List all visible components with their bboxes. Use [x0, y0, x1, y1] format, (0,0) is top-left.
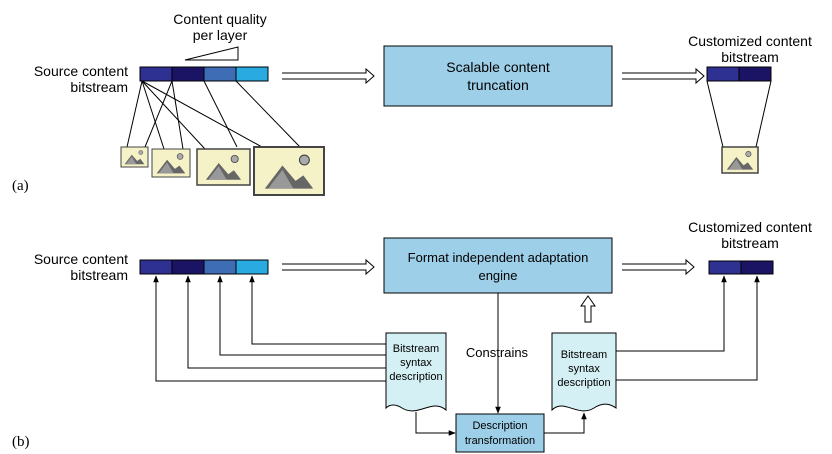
- hollow-up-arrow: [580, 295, 596, 323]
- transform-to-bsd-right-arrow: [544, 412, 587, 434]
- bsd-right-line1: Bitstream: [561, 349, 607, 361]
- truncation-line2: truncation: [467, 77, 528, 93]
- bsd-left-line3: description: [389, 371, 442, 383]
- bsd-left-document: [385, 332, 447, 412]
- source-label-b-line1: Source content: [34, 251, 128, 267]
- source-label-b-line2: bitstream: [70, 267, 128, 283]
- hollow-arrow-b2: [622, 258, 695, 276]
- transformation-line1: Description: [472, 420, 527, 432]
- source-bitstream-a: [139, 66, 269, 82]
- part-a-label: (a): [12, 178, 29, 194]
- output-label-a-line1: Customized content: [688, 33, 812, 49]
- layer-3: [203, 259, 237, 275]
- output-bitstream-b: [708, 260, 774, 275]
- adaptation-engine-box: [383, 237, 613, 294]
- output-layer-2: [740, 260, 774, 275]
- quality-pictures: [120, 146, 325, 196]
- output-label-b-line1: Customized content: [688, 219, 812, 235]
- quality-label-line2: per layer: [193, 27, 248, 43]
- source-bitstream-b: [139, 259, 269, 275]
- output-picture-a: [721, 146, 759, 174]
- transformation-box: [455, 413, 545, 453]
- hollow-arrow-a1: [282, 67, 375, 85]
- bsd-left-to-transform-arrow: [415, 412, 456, 436]
- layer-1: [139, 66, 173, 82]
- output-layer-arrows: [616, 275, 760, 381]
- truncation-line1: Scalable content: [446, 59, 550, 75]
- picture-quality-2: [151, 148, 191, 178]
- picture-quality-4: [253, 146, 325, 196]
- quality-label-line1: Content quality: [173, 11, 266, 27]
- hollow-arrow-b1: [282, 258, 375, 276]
- bsd-right-document: [551, 332, 617, 412]
- output-layer-2: [738, 66, 772, 82]
- source-label-a-line1: Source content: [34, 63, 128, 79]
- bsd-right-line3: description: [557, 377, 610, 389]
- output-layer-1: [708, 260, 742, 275]
- engine-line1: Format independent adaptation: [408, 250, 589, 265]
- layer-picture-lines: [126, 80, 301, 150]
- layer-3: [203, 66, 237, 82]
- picture-quality-3: [196, 148, 251, 186]
- transformation-line2: transformation: [465, 435, 535, 447]
- layer-4: [235, 259, 269, 275]
- layer-1: [139, 259, 173, 275]
- output-line-right: [755, 80, 772, 148]
- bsd-left-line1: Bitstream: [393, 343, 439, 355]
- picture-quality-1: [120, 146, 149, 168]
- output-bitstream-a: [706, 66, 772, 82]
- layer-4: [235, 66, 269, 82]
- engine-line2: engine: [478, 268, 517, 283]
- bsd-right-line2: syntax: [568, 363, 600, 375]
- hollow-arrow-a2: [622, 67, 705, 85]
- part-b-label: (b): [12, 434, 30, 450]
- layer-2: [171, 66, 205, 82]
- output-line-left: [706, 80, 724, 148]
- output-label-a-line2: bitstream: [721, 49, 779, 65]
- quality-wedge: [184, 46, 239, 61]
- bsd-left-line2: syntax: [400, 357, 432, 369]
- output-label-b-line2: bitstream: [721, 235, 779, 251]
- layer-2: [171, 259, 205, 275]
- truncation-box: [383, 45, 613, 107]
- output-layer-1: [706, 66, 740, 82]
- source-layer-arrows: [153, 275, 386, 382]
- part-a: Content quality per layer Source content…: [12, 11, 812, 196]
- constrains-label: Constrains: [466, 345, 529, 360]
- source-label-a-line2: bitstream: [70, 79, 128, 95]
- part-b: Source content bitstream Format independ…: [12, 219, 812, 453]
